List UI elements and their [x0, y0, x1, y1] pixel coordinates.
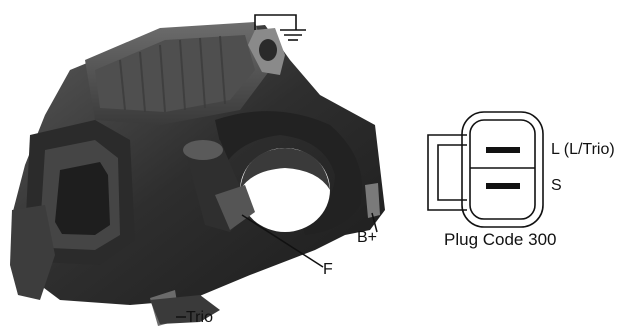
pin-l-terminal	[486, 147, 520, 153]
b-plus-label: B+	[357, 230, 377, 246]
pin-l-label: L (L/Trio)	[551, 142, 615, 158]
plug-connector-diagram	[428, 112, 543, 227]
plug-code-caption: Plug Code 300	[444, 231, 556, 248]
field-label: F	[323, 262, 333, 278]
pin-s-terminal	[486, 183, 520, 189]
pin-s-label: S	[551, 178, 562, 194]
trio-label: Trio	[186, 310, 213, 326]
regulator-photo	[10, 22, 385, 326]
